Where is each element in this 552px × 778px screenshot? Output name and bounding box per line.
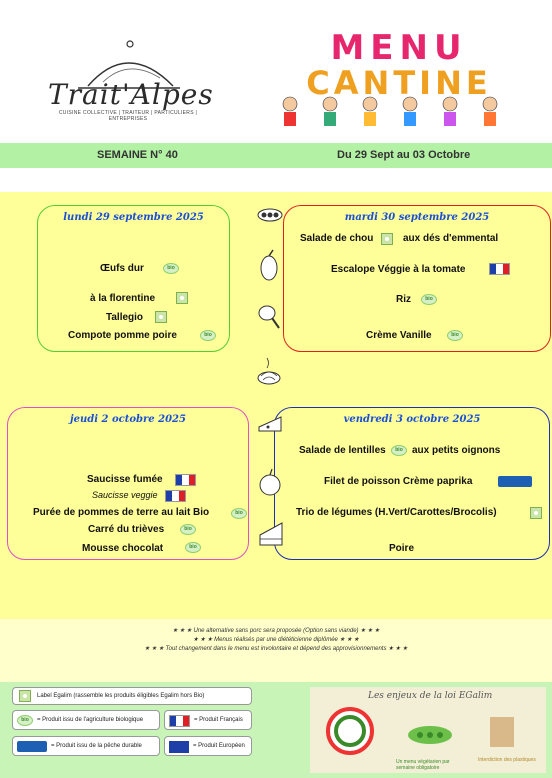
apple-icon (259, 468, 281, 496)
dish-item: Saucisse veggie (92, 490, 158, 500)
legend-text: = Produit Français (194, 717, 243, 723)
dish-item: Œufs dur (100, 263, 144, 274)
dish-item: Crème Vanille (366, 330, 432, 341)
bio-leaf-icon: bio (421, 294, 437, 305)
bio-leaf-icon: bio (447, 330, 463, 341)
eggplant-icon (260, 249, 278, 281)
legend-peche: = Produit issu de la pêche durable (12, 736, 160, 756)
menu-cantine-banner: MENU CANTINE (250, 28, 548, 132)
note-line: ★ ★ ★ Menus réalisés par une diététicien… (192, 637, 360, 643)
legend-text: = Produit issu de la pêche durable (51, 743, 142, 749)
week-number: SEMAINE N° 40 (97, 149, 178, 161)
france-flag-icon (165, 490, 186, 502)
dish-item: Saucisse fumée (87, 474, 163, 485)
week-dates: Du 29 Sept au 03 Octobre (337, 149, 471, 161)
egalim-illustration (326, 707, 514, 755)
msc-fish-icon (498, 476, 532, 487)
dish-item: Poire (389, 543, 415, 554)
note-line: ★ ★ ★ Une alternative sans porc sera pro… (172, 628, 380, 634)
logo-tagline: CUISINE COLLECTIVE | TRAITEUR | PARTICUL… (58, 110, 198, 122)
banner-title-cantine: CANTINE (306, 64, 492, 102)
bio-leaf-icon: bio (185, 542, 201, 553)
legend-europe: = Produit Européen (164, 736, 252, 756)
dish-item: Purée de pommes de terre au lait Bio (33, 507, 210, 518)
day-title: mardi 30 septembre 2025 (344, 212, 490, 223)
legend-egalim: Label Egalim (rassemble les produits éli… (12, 687, 252, 705)
bio-leaf-icon: bio (163, 263, 179, 274)
day-title: jeudi 2 octobre 2025 (70, 414, 186, 425)
legend-france: = Produit Français (164, 710, 252, 730)
bio-leaf-icon: bio (17, 715, 33, 726)
dish-item: Carré du trièves (88, 524, 165, 535)
food-icons-column-2 (258, 416, 283, 546)
cloche-icon (78, 40, 180, 89)
note-line: ★ ★ ★ Tout changement dans le menu est i… (144, 646, 408, 652)
pasta-icon (257, 357, 281, 385)
cheese-icon (258, 416, 282, 432)
dish-item: aux petits oignons (412, 445, 501, 456)
dish-item: aux dés d'emmental (403, 233, 499, 244)
msc-fish-icon (17, 741, 47, 752)
day-box-tuesday: mardi 30 septembre 2025 Salade de chou a… (283, 205, 551, 352)
egalim-label-icon (19, 690, 31, 702)
bio-leaf-icon: bio (200, 330, 216, 341)
dish-item: Filet de poisson Crème paprika (324, 476, 473, 487)
legend-bio: bio = Produit issu de l'agriculture biol… (12, 710, 160, 730)
cake-icon (259, 522, 283, 546)
egalim-label: Interdiction des plastiques (478, 757, 536, 763)
day-title: lundi 29 septembre 2025 (63, 212, 204, 223)
egalim-label-icon (530, 507, 542, 519)
egalim-label: Un menu végétarien par semaine obligatoi… (396, 759, 450, 771)
dish-item: à la florentine (90, 293, 156, 304)
dish-item: Tallegio (106, 312, 144, 323)
week-bar: SEMAINE N° 40 Du 29 Sept au 03 Octobre (0, 143, 552, 168)
egalim-label-icon (381, 233, 393, 245)
dish-item: Escalope Véggie à la tomate (331, 264, 466, 275)
day-box-monday: lundi 29 septembre 2025 Œufs dur bio à l… (37, 205, 230, 352)
chicken-leg-icon (258, 305, 280, 329)
day-box-friday: vendredi 3 octobre 2025 Salade de lentil… (274, 407, 550, 560)
egalim-label-icon (176, 292, 188, 304)
egalim-panel: Les enjeux de la loi EGalim Un menu végé… (310, 687, 546, 773)
pea-pod-icon (257, 208, 283, 222)
banner-title-menu: MENU (330, 28, 468, 68)
notes-section: ★ ★ ★ Une alternative sans porc sera pro… (0, 619, 552, 682)
food-icons-column (257, 208, 283, 385)
bio-leaf-icon: bio (180, 524, 196, 535)
dish-item: Compote pomme poire (68, 330, 177, 341)
legend-text: = Produit Européen (193, 743, 245, 749)
legend-text: Label Egalim (rassemble les produits éli… (37, 693, 205, 699)
dish-item: Salade de lentilles (299, 445, 386, 456)
bio-leaf-icon: bio (391, 445, 407, 456)
children-illustration (282, 96, 498, 126)
legend-text: = Produit issu de l'agriculture biologiq… (37, 717, 144, 723)
dish-item: Mousse chocolat (82, 543, 164, 554)
day-title: vendredi 3 octobre 2025 (343, 414, 481, 425)
france-flag-icon (489, 263, 510, 275)
dish-item: Salade de chou (300, 233, 374, 244)
traitalpes-logo: Trait'Alpes CUISINE COLLECTIVE | TRAITEU… (48, 38, 214, 123)
europe-flag-icon (169, 741, 189, 753)
dish-item: Trio de légumes (H.Vert/Carottes/Brocoli… (296, 507, 497, 518)
day-box-thursday: jeudi 2 octobre 2025 Saucisse fumée Sauc… (7, 407, 249, 560)
dish-item: Riz (396, 294, 411, 305)
france-flag-icon (169, 715, 190, 727)
bio-leaf-icon: bio (231, 508, 247, 519)
logo-name: Trait'Alpes (48, 78, 214, 111)
egalim-label-icon (155, 311, 167, 323)
france-flag-icon (175, 474, 196, 486)
egalim-panel-title: Les enjeux de la loi EGalim (368, 691, 493, 701)
